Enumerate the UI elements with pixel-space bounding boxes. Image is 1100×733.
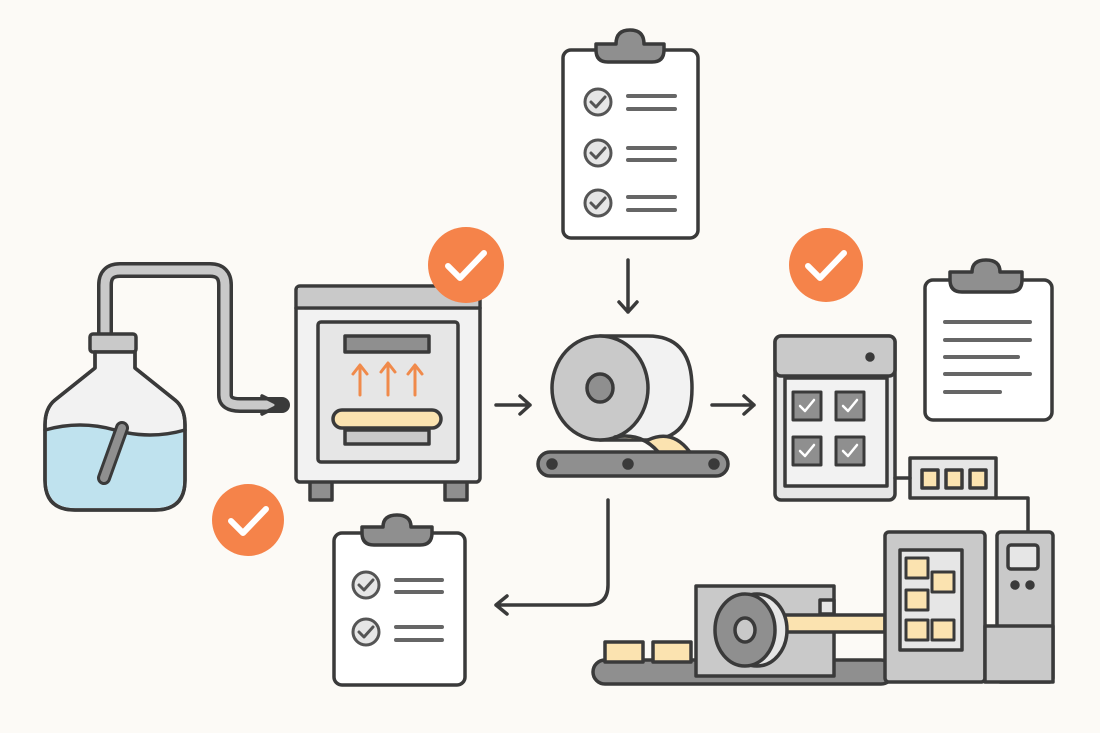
- inspection-machine-icon: [773, 334, 897, 502]
- control-box-icon: [893, 456, 1030, 534]
- press-oven-icon: [294, 284, 482, 502]
- check-badge-icon: [428, 227, 504, 303]
- clipboard-checklist-icon: [561, 28, 700, 240]
- arrow-icon: [494, 498, 610, 616]
- film-roll-icon: [550, 334, 702, 472]
- packaging-line-icon: [591, 530, 1055, 686]
- conveyor-icon: [536, 450, 730, 478]
- arrow-icon: [494, 394, 532, 416]
- check-badge-icon: [789, 228, 863, 302]
- check-badge-icon: [212, 484, 284, 556]
- arrow-icon: [710, 394, 756, 416]
- clipboard-report-icon: [923, 258, 1054, 422]
- pipe-icon: [97, 262, 290, 416]
- arrow-icon: [617, 258, 639, 314]
- clipboard-checklist-icon: [332, 513, 467, 687]
- flask-icon: [43, 332, 187, 512]
